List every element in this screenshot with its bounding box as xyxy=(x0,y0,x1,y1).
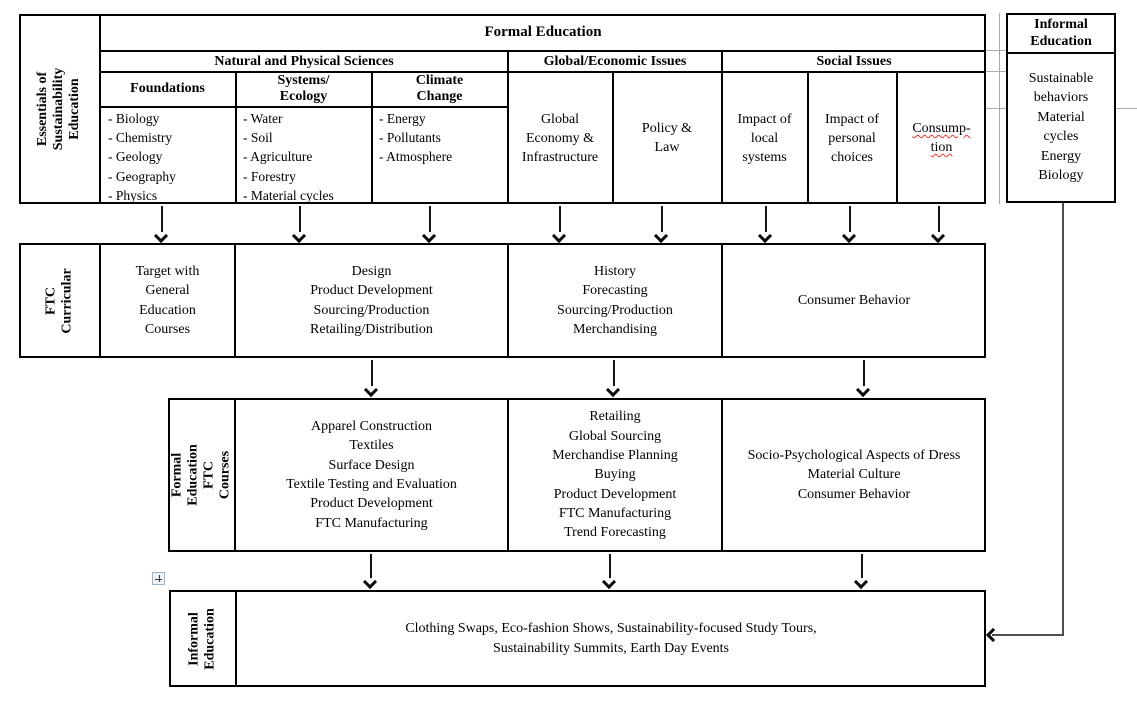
design-track-box: Design Product Development Sourcing/Prod… xyxy=(310,263,433,338)
left-arrow-head xyxy=(985,627,1001,643)
grid-line xyxy=(234,243,236,358)
systems-ecology-column-header: Systems/ Ecology xyxy=(277,73,330,104)
down-arrow xyxy=(601,554,618,590)
grid-line xyxy=(100,50,986,52)
grid-line xyxy=(721,243,723,358)
grid-line xyxy=(99,243,101,358)
elbow-connector-horizontal xyxy=(992,634,1063,636)
table-move-handle-icon[interactable] xyxy=(152,572,165,585)
grid-line-gray xyxy=(986,71,1006,72)
down-arrow xyxy=(757,206,774,244)
informal-bottom-side-label-cell: Informal Education xyxy=(169,590,236,687)
essentials-side-label: Essentials of Sustainability Education xyxy=(35,67,83,151)
grid-line xyxy=(99,14,101,204)
policy-law-cell: Policy & Law xyxy=(641,121,693,155)
climate-change-column-header: Climate Change xyxy=(415,73,464,104)
systems-ecology-list: - Water - Soil - Agriculture - Forestry … xyxy=(243,111,334,203)
formal-education-table xyxy=(19,14,986,204)
down-arrow xyxy=(853,554,870,590)
consumption-cell: Consump- tion xyxy=(897,72,986,204)
informal-bottom-side-label: Informal Education xyxy=(186,607,218,670)
merchandising-track-box: History Forecasting Sourcing/Production … xyxy=(557,263,673,338)
down-arrow xyxy=(841,206,858,244)
foundations-column-header: Foundations xyxy=(130,81,205,96)
merchandising-courses-box: Retailing Global Sourcing Merchandise Pl… xyxy=(552,409,678,541)
impact-local-systems-cell: Impact of local systems xyxy=(737,111,792,165)
down-arrow xyxy=(421,206,438,244)
down-arrow xyxy=(153,206,170,244)
down-arrow xyxy=(855,360,872,398)
general-education-courses-box: Target with General Education Courses xyxy=(135,263,200,338)
impact-personal-choices-cell: Impact of personal choices xyxy=(824,111,880,165)
ftc-courses-side-label: Formal Education FTC Courses xyxy=(169,444,233,506)
down-arrow xyxy=(362,554,379,590)
climate-change-list: - Energy - Pollutants - Atmosphere xyxy=(379,111,453,165)
global-economic-group-header: Global/Economic Issues xyxy=(543,53,687,69)
down-arrow xyxy=(653,206,670,244)
down-arrow xyxy=(551,206,568,244)
essentials-side-label-cell: Essentials of Sustainability Education xyxy=(19,14,100,204)
grid-line xyxy=(234,398,236,552)
design-courses-box: Apparel Construction Textiles Surface De… xyxy=(286,419,457,531)
grid-line xyxy=(507,243,509,358)
grid-line xyxy=(1006,52,1116,54)
ftc-courses-side-label-cell: Formal Education FTC Courses xyxy=(168,398,235,552)
ftc-curricular-side-label-cell: FTC Curricular xyxy=(19,243,100,358)
grid-line xyxy=(371,72,373,204)
down-arrow xyxy=(363,360,380,398)
foundations-list: - Biology - Chemistry - Geology - Geogra… xyxy=(108,111,176,203)
social-issues-group-header: Social Issues xyxy=(816,53,892,69)
grid-line xyxy=(612,72,614,204)
global-economy-cell: Global Economy & Infrastructure xyxy=(521,111,599,165)
ftc-curricular-side-label: FTC Curricular xyxy=(43,267,75,334)
elbow-connector-vertical xyxy=(1062,203,1064,636)
grid-line-gray xyxy=(1116,108,1137,109)
grid-line xyxy=(807,72,809,204)
informal-education-top-header: Informal Education xyxy=(1030,16,1092,49)
grid-line xyxy=(235,590,237,687)
grid-line xyxy=(721,398,723,552)
grid-line xyxy=(721,51,723,204)
grid-line xyxy=(100,106,508,108)
consumer-courses-text: Socio-Psychological Aspects of Dress Mat… xyxy=(747,448,961,502)
grid-line xyxy=(896,72,898,204)
ftc-courses-table xyxy=(168,398,986,552)
informal-education-bottom-table xyxy=(169,590,986,687)
informal-activities-box: Clothing Swaps, Eco-fashion Shows, Susta… xyxy=(405,621,817,656)
consumer-track-box: Consumer Behavior xyxy=(797,293,911,308)
down-arrow xyxy=(291,206,308,244)
grid-line xyxy=(507,398,509,552)
consumer-courses-box: Socio-Psychological Aspects of Dress Mat… xyxy=(722,398,986,552)
grid-line xyxy=(507,51,509,204)
natural-sciences-group-header: Natural and Physical Sciences xyxy=(214,53,394,69)
informal-education-top-box xyxy=(1006,13,1116,203)
consumption-misspelled-text: Consump- tion xyxy=(912,121,971,155)
informal-education-top-body: Sustainable behaviors Material cycles En… xyxy=(1028,70,1094,184)
grid-line-gray xyxy=(986,50,1006,51)
grid-line xyxy=(235,72,237,204)
down-arrow xyxy=(930,206,947,244)
ftc-curricular-table xyxy=(19,243,986,358)
grid-line-gray xyxy=(986,108,1006,109)
down-arrow xyxy=(605,360,622,398)
formal-education-header: Formal Education xyxy=(484,23,602,40)
grid-line xyxy=(100,71,986,73)
